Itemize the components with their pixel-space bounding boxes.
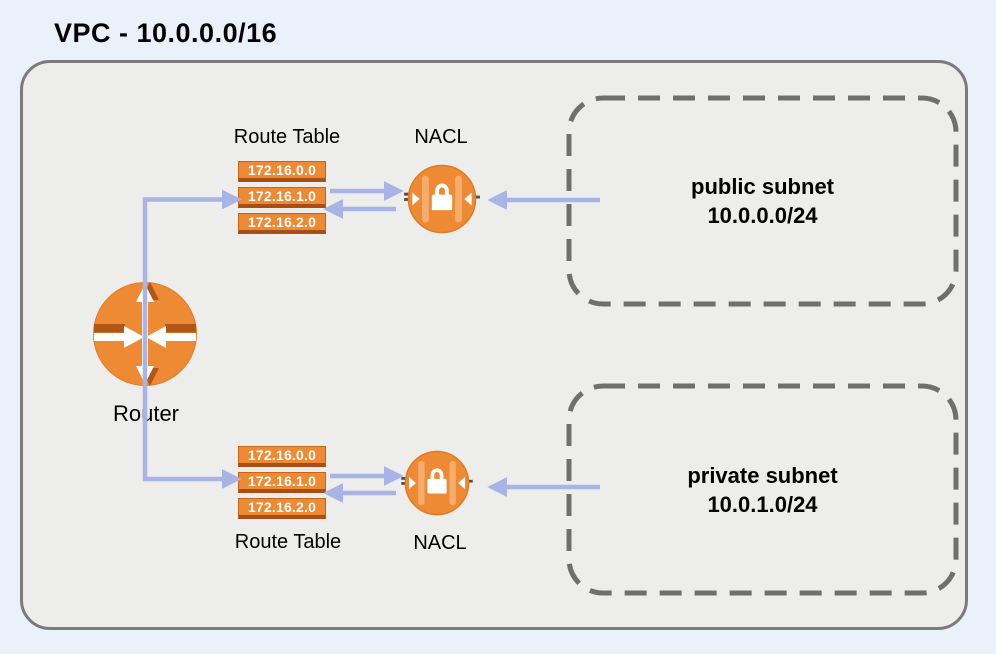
public-subnet-name: public subnet: [691, 174, 834, 199]
route-entry: 172.16.2.0: [238, 213, 326, 234]
route-entry: 172.16.1.0: [238, 472, 326, 493]
route-entry: 172.16.0.0: [238, 446, 326, 467]
route-entry: 172.16.1.0: [238, 187, 326, 208]
nacl-top-label: NACL: [414, 126, 468, 148]
public-subnet: public subnet 10.0.0.0/24: [567, 96, 958, 306]
nacl-bottom-label: NACL: [413, 532, 467, 554]
route-table-top-label: Route Table: [233, 126, 341, 148]
route-entry: 172.16.2.0: [238, 498, 326, 519]
private-subnet-cidr: 10.0.1.0/24: [707, 491, 818, 517]
route-table-bottom: 172.16.0.0 172.16.1.0 172.16.2.0: [238, 446, 326, 524]
route-table-bottom-label: Route Table: [234, 531, 342, 553]
router-label: Router: [112, 401, 180, 426]
route-table-top: 172.16.0.0 172.16.1.0 172.16.2.0: [238, 161, 326, 239]
nacl-top-icon: [404, 164, 480, 234]
nacl-bottom-icon: [401, 450, 473, 516]
router-icon: [93, 282, 197, 386]
private-subnet: private subnet 10.0.1.0/24: [567, 384, 958, 595]
route-entry: 172.16.0.0: [238, 161, 326, 182]
vpc-title: VPC - 10.0.0.0/16: [54, 18, 278, 48]
private-subnet-name: private subnet: [687, 462, 838, 488]
public-subnet-cidr: 10.0.0.0/24: [707, 203, 818, 228]
